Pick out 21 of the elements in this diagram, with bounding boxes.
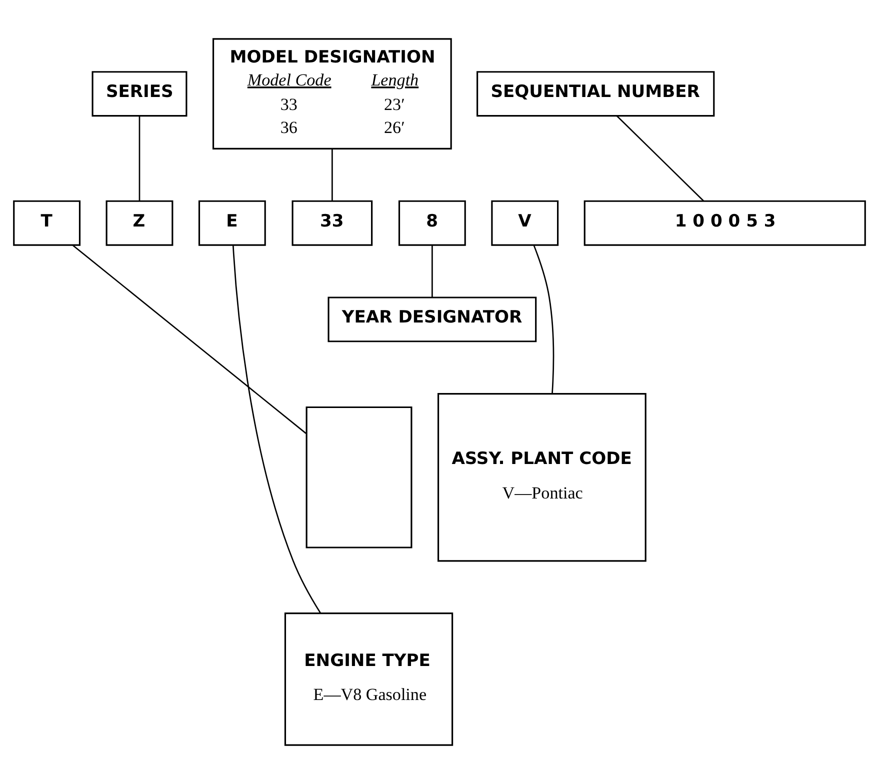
- connector: [72, 244, 306, 434]
- node-box: 33: [291, 200, 372, 246]
- node-box: Z: [105, 200, 173, 246]
- node-box: E: [198, 200, 266, 246]
- node-box: V: [490, 200, 558, 246]
- connector: [616, 116, 704, 202]
- node-box: 8: [398, 200, 466, 246]
- node-box: T: [12, 200, 80, 246]
- connector: [532, 245, 554, 394]
- node-box: 1 0 0 0 5 3: [583, 200, 866, 246]
- connector: [431, 245, 432, 298]
- connector: [331, 148, 332, 201]
- connector: [232, 245, 321, 614]
- node-box: YEAR DESIGNATOR: [327, 296, 536, 342]
- node-box: SEQUENTIAL NUMBER: [476, 71, 714, 117]
- node-box: ENGINE TYPE E—V8 Gasoline: [284, 612, 453, 746]
- node-box: SERIES: [91, 71, 187, 117]
- connector: [138, 116, 140, 201]
- node-box: [305, 406, 412, 548]
- node-box: ASSY. PLANT CODE V—Pontiac: [436, 393, 646, 562]
- node-box: MODEL DESIGNATION Model Code Length 33 23′ 36 26′: [212, 38, 452, 150]
